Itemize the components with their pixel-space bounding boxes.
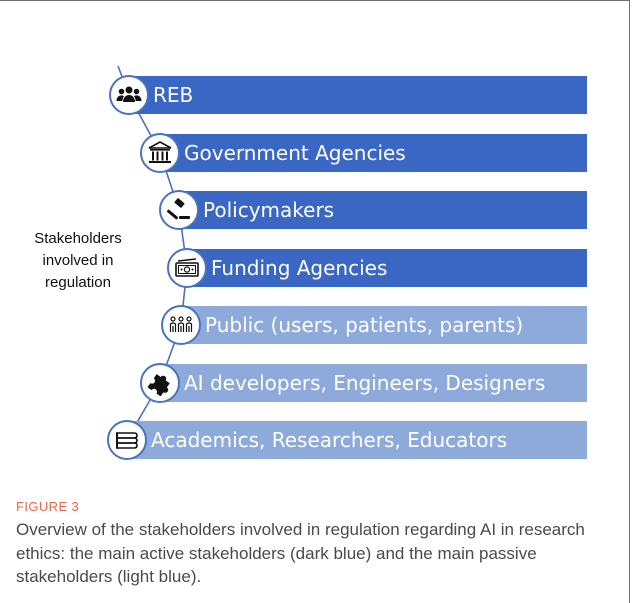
side-label: Stakeholders involved in regulation [34, 230, 122, 291]
stakeholder-label: Policymakers [203, 198, 335, 222]
stakeholder-bar-policymakers: Policymakers [175, 191, 587, 229]
stakeholder-label: REB [153, 83, 194, 107]
people-group-icon [109, 75, 149, 115]
stakeholder-label: AI developers, Engineers, Designers [184, 370, 546, 395]
stakeholder-label: Government Agencies [184, 140, 406, 165]
figure-tag: FIGURE 3 [16, 499, 80, 514]
stakeholder-bar-government-agencies: Government Agencies [156, 133, 587, 172]
stakeholder-bar-public: Public (users, patients, parents) [177, 306, 587, 344]
gavel-icon [159, 190, 199, 230]
money-icon [167, 247, 207, 288]
stakeholder-bar-academics: Academics, Researchers, Educators [123, 421, 587, 459]
stakeholder-bar-ai-developers: AI developers, Engineers, Designers [156, 363, 587, 402]
stakeholder-bar-funding-agencies: Funding Agencies [183, 248, 587, 287]
puzzle-piece-icon [140, 362, 180, 403]
stakeholder-label: Academics, Researchers, Educators [151, 428, 508, 452]
figure-caption: Overview of the stakeholders involved in… [16, 520, 585, 586]
stakeholder-bar-reb: REB [125, 76, 587, 114]
government-building-icon [140, 132, 180, 173]
stakeholder-label: Public (users, patients, parents) [205, 313, 524, 337]
stakeholder-label: Funding Agencies [211, 255, 388, 280]
books-icon [107, 420, 147, 460]
stakeholder-diagram: Stakeholders involved in regulation REB … [34, 65, 587, 460]
crowd-icon [161, 305, 201, 345]
